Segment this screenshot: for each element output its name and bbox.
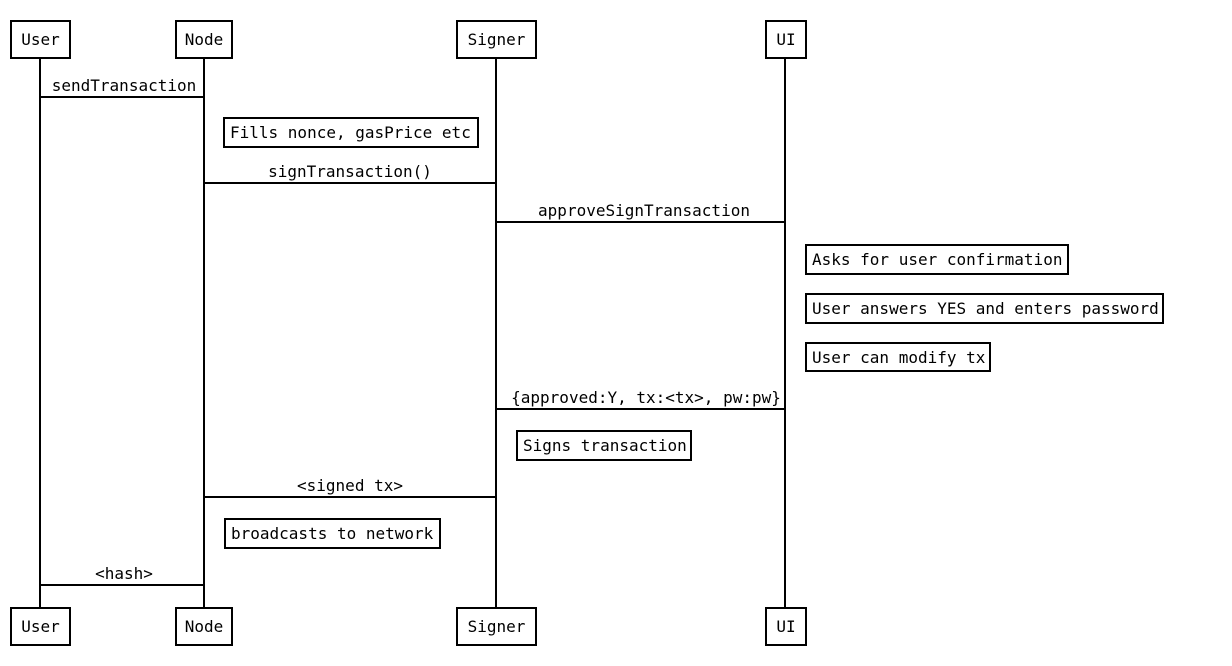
- message-line-hash: [39, 584, 205, 586]
- note-fills-nonce: Fills nonce, gasPrice etc: [223, 117, 479, 148]
- message-line-signed-tx: [203, 496, 497, 498]
- actor-label: UI: [776, 30, 796, 49]
- actor-label: Signer: [467, 30, 526, 49]
- message-label-hash: <hash>: [95, 564, 153, 583]
- note-user-can-modify: User can modify tx: [805, 342, 991, 372]
- note-broadcasts: broadcasts to network: [224, 518, 441, 549]
- lifeline-signer: [495, 59, 497, 607]
- actor-box-signer-top: Signer: [456, 20, 537, 59]
- note-signs-transaction: Signs transaction: [516, 430, 692, 461]
- message-line-signtransaction: [203, 182, 497, 184]
- message-line-approvesigntransaction: [495, 221, 786, 223]
- actor-box-signer-bottom: Signer: [456, 607, 537, 646]
- message-label-sendtransaction: sendTransaction: [51, 76, 197, 95]
- actor-box-node-top: Node: [175, 20, 233, 59]
- actor-label: Node: [184, 30, 224, 49]
- message-line-sendtransaction: [39, 96, 205, 98]
- message-label-approved-payload: {approved:Y, tx:<tx>, pw:pw}: [511, 388, 781, 407]
- lifeline-node: [203, 59, 205, 607]
- actor-label: Signer: [467, 617, 526, 636]
- lifeline-user: [39, 59, 41, 607]
- message-label-signed-tx: <signed tx>: [297, 476, 403, 495]
- note-user-answers-yes: User answers YES and enters password: [805, 293, 1164, 324]
- actor-label: User: [21, 617, 60, 636]
- lifeline-ui: [784, 59, 786, 607]
- actor-box-ui-top: UI: [765, 20, 807, 59]
- message-label-signtransaction: signTransaction(): [268, 162, 432, 181]
- actor-label: UI: [776, 617, 796, 636]
- actor-label: User: [21, 30, 60, 49]
- actor-box-node-bottom: Node: [175, 607, 233, 646]
- actor-box-ui-bottom: UI: [765, 607, 807, 646]
- message-line-approved-payload: [495, 408, 786, 410]
- actor-box-user-top: User: [10, 20, 71, 59]
- actor-box-user-bottom: User: [10, 607, 71, 646]
- message-label-approvesigntransaction: approveSignTransaction: [538, 201, 750, 220]
- note-asks-confirmation: Asks for user confirmation: [805, 244, 1069, 275]
- actor-label: Node: [184, 617, 224, 636]
